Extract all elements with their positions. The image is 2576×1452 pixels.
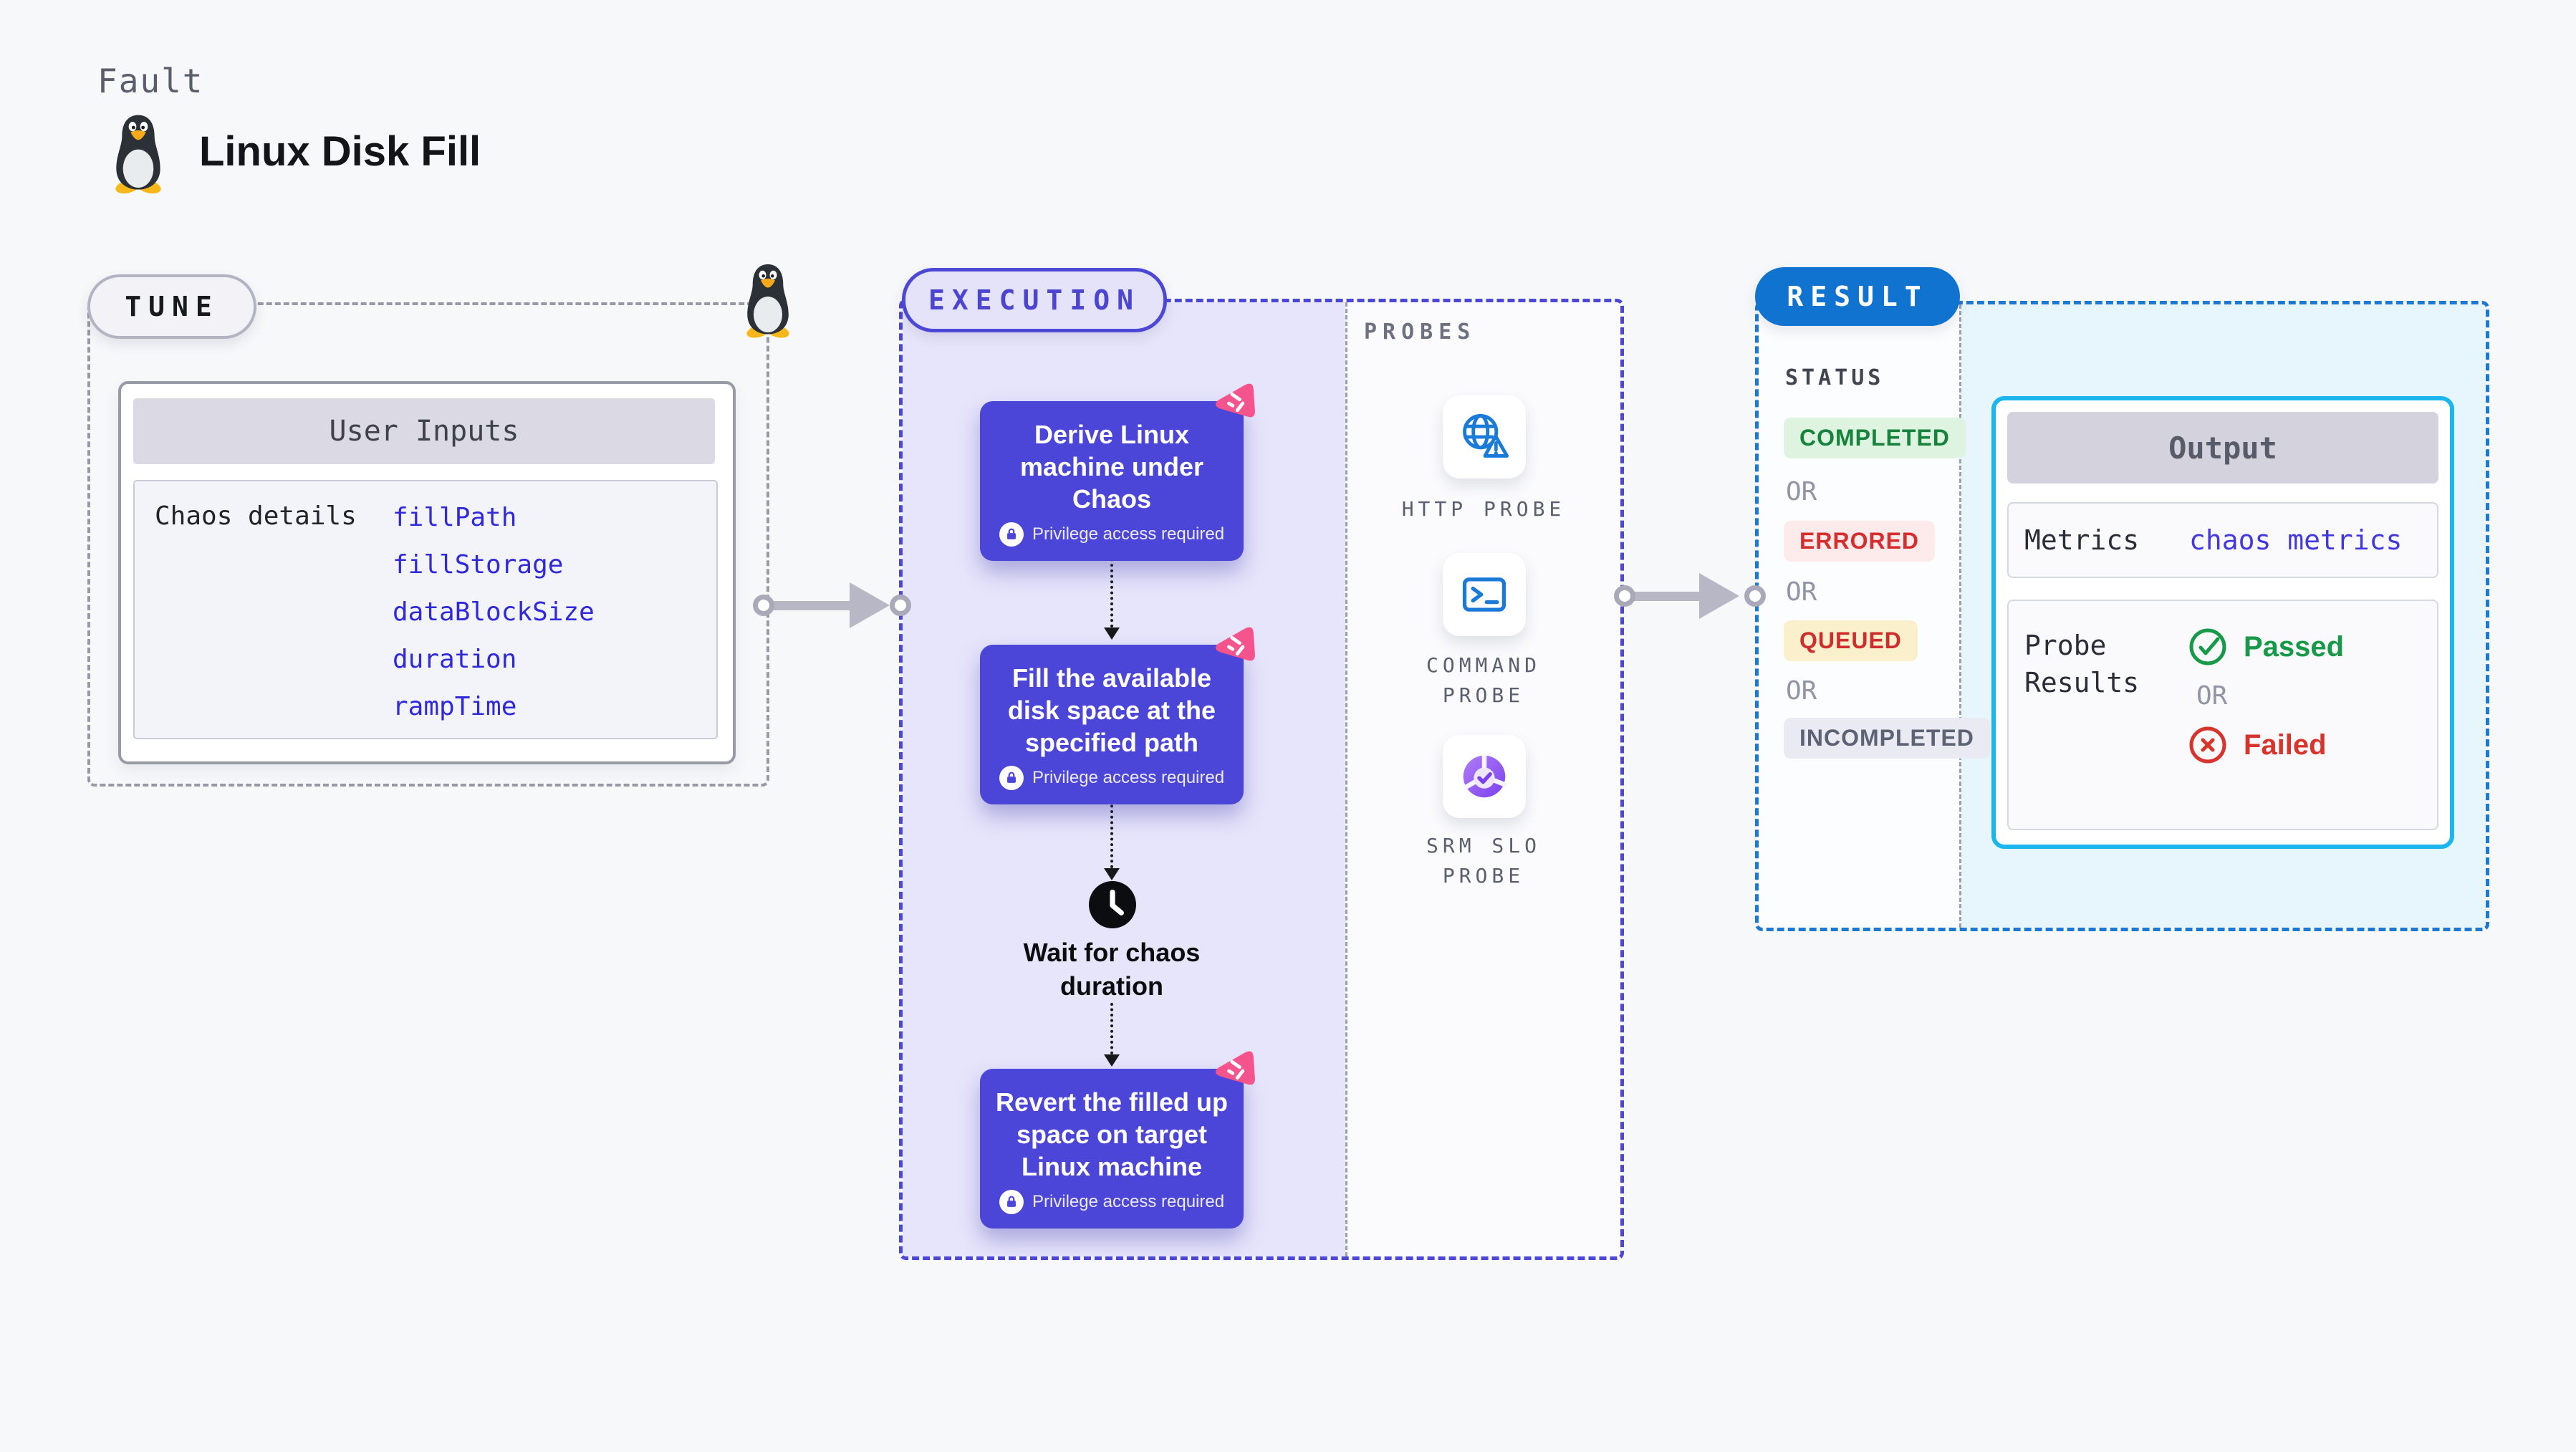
metrics-label: Metrics xyxy=(2024,524,2140,556)
arrow-head-icon xyxy=(850,582,890,628)
param-ramptime[interactable]: rampTime xyxy=(393,692,517,721)
step-derive-machine: Derive Linux machine under Chaos Privile… xyxy=(980,401,1244,561)
probe-results-label: Probe Results xyxy=(2024,630,2140,698)
http-probe-label: HTTP PROBE xyxy=(1401,497,1566,521)
command-probe-label: COMMAND PROBE xyxy=(1426,653,1541,707)
or-separator: OR xyxy=(2196,681,2228,711)
srm-slo-probe-label: SRM SLO PROBE xyxy=(1426,834,1541,888)
execution-section-label: EXECUTION xyxy=(902,268,1167,332)
passed-label: Passed xyxy=(2244,630,2345,663)
tune-section-boundary xyxy=(87,302,769,787)
probe-results-values: Passed OR Failed xyxy=(2188,627,2344,829)
or-separator: OR xyxy=(1786,577,1817,607)
fault-kicker: Fault xyxy=(97,62,204,100)
chaos-burst-icon xyxy=(1211,625,1258,668)
srm-slo-probe-card[interactable] xyxy=(1443,735,1526,818)
privilege-badge: Privilege access required xyxy=(1032,1192,1225,1211)
connector-dot-icon xyxy=(1614,585,1635,607)
chaos-details-label: Chaos details xyxy=(155,501,357,531)
status-heading: STATUS xyxy=(1785,365,1885,390)
param-datablocksize[interactable]: dataBlockSize xyxy=(393,597,595,627)
connector-dot-icon xyxy=(1744,585,1766,607)
output-card: Output Metrics chaos metrics Probe Resul… xyxy=(1991,396,2454,849)
probes-section-label: PROBES xyxy=(1364,319,1476,345)
http-probe-card[interactable] xyxy=(1443,395,1526,479)
output-card-header: Output xyxy=(2007,412,2438,484)
or-separator: OR xyxy=(1786,477,1817,506)
command-probe-card[interactable] xyxy=(1443,553,1526,636)
x-circle-icon xyxy=(2189,726,2226,764)
step-title: Derive Linux machine under Chaos xyxy=(1019,420,1204,514)
or-separator: OR xyxy=(1786,676,1817,706)
flow-connector xyxy=(1110,794,1113,868)
status-column xyxy=(1759,304,1961,928)
connector-dot-icon xyxy=(890,595,911,616)
param-duration[interactable]: duration xyxy=(393,645,517,674)
chaos-burst-icon xyxy=(1211,381,1258,424)
flow-arrow-icon xyxy=(1104,868,1120,880)
status-badge-errored: ERRORED xyxy=(1784,521,1936,562)
step-title: Revert the filled up space on target Lin… xyxy=(995,1087,1229,1181)
privilege-badge: Privilege access required xyxy=(1032,524,1225,544)
param-fillstorage[interactable]: fillStorage xyxy=(393,550,564,580)
result-section-label: RESULT xyxy=(1755,267,1960,326)
status-badge-incompleted: INCOMPLETED xyxy=(1784,718,1990,759)
failed-label: Failed xyxy=(2244,729,2327,761)
flow-connector xyxy=(1110,1003,1113,1054)
status-badge-completed: COMPLETED xyxy=(1784,418,1966,458)
chaos-metrics-link[interactable]: chaos metrics xyxy=(2189,524,2403,556)
param-fillpath[interactable]: fillPath xyxy=(393,503,517,532)
status-badge-queued: QUEUED xyxy=(1784,620,1918,661)
arrow-head-icon xyxy=(1699,573,1739,619)
step-revert-space: Revert the filled up space on target Lin… xyxy=(980,1069,1244,1229)
flow-arrow-icon xyxy=(1104,1054,1120,1067)
chaos-burst-icon xyxy=(1211,1049,1258,1092)
step-fill-disk: Fill the available disk space at the spe… xyxy=(980,645,1244,804)
check-circle-icon xyxy=(2189,628,2226,665)
page-title: Linux Disk Fill xyxy=(199,128,481,175)
flow-connector xyxy=(1110,547,1113,628)
linux-penguin-icon xyxy=(739,262,797,338)
tune-section-label: TUNE xyxy=(87,274,256,339)
globe-alert-icon xyxy=(1457,410,1512,464)
lock-icon xyxy=(999,766,1024,790)
lock-icon xyxy=(999,1190,1024,1214)
probe-results-row: Probe Results Passed OR Failed xyxy=(2007,600,2438,830)
step-title: Fill the available disk space at the spe… xyxy=(1007,663,1216,757)
slo-pie-icon xyxy=(1456,749,1512,804)
privilege-badge: Privilege access required xyxy=(1032,768,1225,787)
metrics-row: Metrics chaos metrics xyxy=(2007,502,2438,578)
terminal-icon xyxy=(1457,567,1512,622)
wait-step-label: Wait for chaos duration xyxy=(1023,938,1201,1001)
flow-arrow-icon xyxy=(1104,628,1120,640)
user-inputs-body xyxy=(133,480,718,739)
connector-dot-icon xyxy=(753,595,774,616)
clock-icon xyxy=(1089,881,1136,928)
linux-penguin-icon xyxy=(107,113,169,193)
tunable-param-list: fillPath fillStorage dataBlockSize durat… xyxy=(393,494,595,731)
user-inputs-header: User Inputs xyxy=(133,398,715,464)
lock-icon xyxy=(999,522,1024,547)
